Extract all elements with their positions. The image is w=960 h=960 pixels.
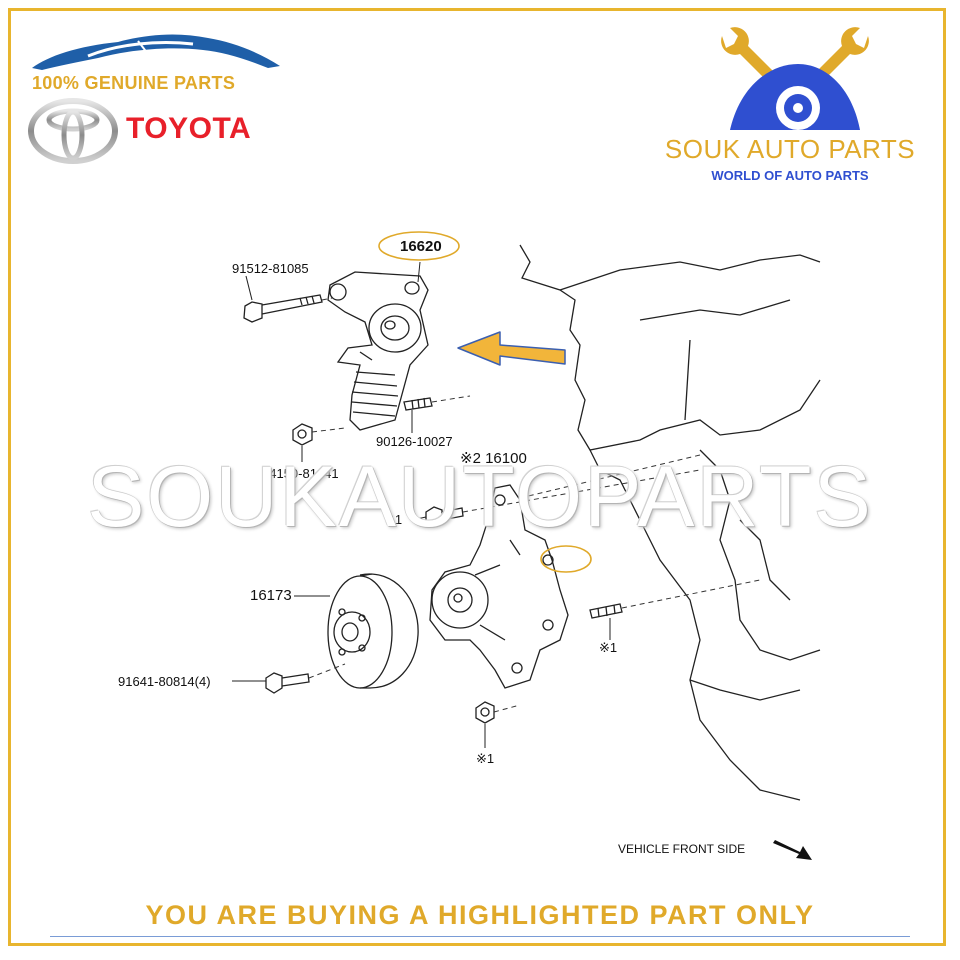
stud-90126-10027 (403, 397, 433, 411)
nut-pump-bottom (475, 701, 495, 724)
watermark-text: SOUKAUTOPARTS (87, 449, 873, 545)
toyota-emblem-icon (28, 98, 118, 164)
label-bolt-mid: ※1 (384, 512, 403, 527)
genuine-parts-text: 100% GENUINE PARTS (32, 73, 236, 93)
pulley-part-16173 (327, 573, 419, 689)
label-vehicle-front: VEHICLE FRONT SIDE (618, 842, 746, 856)
nut-94150-81041 (292, 423, 313, 446)
bolt-91641-80814 (265, 672, 310, 694)
stud-pump-right (589, 603, 623, 619)
gold-frame (8, 8, 946, 946)
label-stud-right: ※1 (599, 640, 618, 655)
footer-divider (50, 936, 910, 937)
tensioner-part-16620 (327, 271, 429, 431)
label-water-pump: ※2 16100 (460, 450, 527, 467)
car-silhouette-icon (32, 34, 280, 70)
bolt-91512-81085 (243, 294, 323, 323)
wrench-wheel-logo-icon (721, 27, 869, 130)
label-tensioner: 16620 (400, 238, 442, 255)
label-pulley: 16173 (250, 587, 292, 604)
highlight-oval-16620 (378, 231, 460, 261)
shop-name: SOUK AUTO PARTS (664, 134, 916, 164)
water-pump-part-16100 (429, 484, 569, 689)
highlighted-part-notice: YOU ARE BUYING A HIGHLIGHTED PART ONLY (145, 900, 815, 930)
label-stud: 90126-10027 (376, 434, 453, 449)
label-nut-bottom: ※1 (476, 751, 495, 766)
label-bolt-top: 91512-81085 (232, 261, 309, 276)
engine-block-outline (519, 244, 821, 801)
highlight-arrow-icon (457, 331, 566, 366)
label-nut-left: 94150-81041 (262, 466, 339, 481)
label-pulley-bolt: 91641-80814(4) (118, 674, 211, 689)
front-direction-arrow-icon (773, 840, 812, 860)
highlight-oval-pump (540, 545, 592, 573)
toyota-wordmark: TOYOTA (126, 112, 252, 145)
shop-tagline: WORLD OF AUTO PARTS (711, 168, 869, 183)
bolt-pump-mid (425, 506, 464, 528)
